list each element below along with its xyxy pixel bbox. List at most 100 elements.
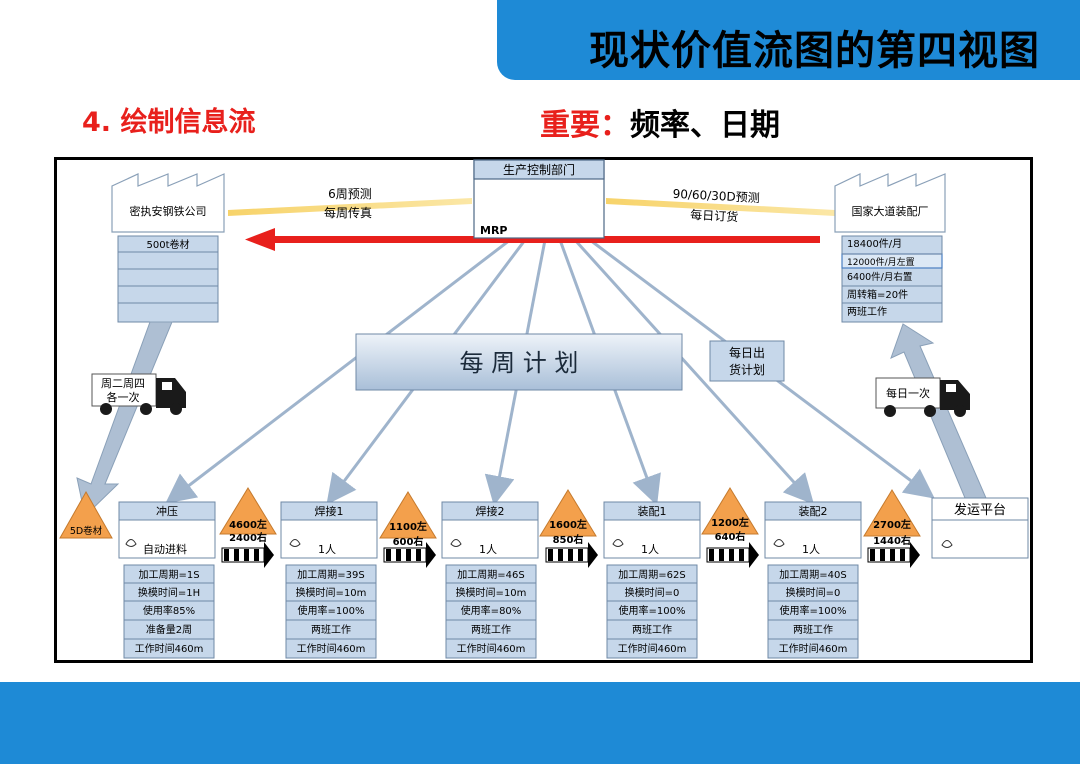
process-name: 装配2 bbox=[799, 505, 828, 518]
important-text: 频率、日期 bbox=[630, 108, 780, 143]
footer-bar bbox=[0, 682, 1080, 764]
operator-icon bbox=[773, 539, 785, 547]
weekly-schedule-label: 每 周 计 划 bbox=[460, 349, 579, 377]
process-data-line: 换模时间=10m bbox=[296, 586, 367, 599]
customer-order-label: 每日订货 bbox=[690, 207, 739, 224]
process-data-line: 换模时间=10m bbox=[456, 586, 527, 599]
title-banner: 现状价值流图的第四视图 bbox=[497, 0, 1080, 80]
customer-info-line: 6400件/月右置 bbox=[847, 271, 912, 283]
inventory-left: 1600左 bbox=[549, 518, 587, 531]
inventory-left: 2700左 bbox=[873, 518, 911, 531]
operator-icon bbox=[450, 539, 462, 547]
inventory-right: 640右 bbox=[715, 530, 746, 543]
customer-info-line: 周转箱=20件 bbox=[847, 288, 908, 301]
inventory-5: 2700左 bbox=[863, 489, 921, 537]
process-data-line: 使用率=100% bbox=[780, 604, 847, 617]
customer-data-box: 18400件/月 12000件/月左置 6400件/月右置 周转箱=20件 两班… bbox=[841, 235, 943, 323]
red-material-arrow bbox=[245, 228, 820, 251]
process-data-box: 加工周期=62S 换模时间=0 使用率=100% 两班工作 工作时间460m bbox=[606, 564, 698, 659]
daily-ship-line: 每日出 bbox=[729, 345, 765, 360]
shipping-dock: 发运平台 bbox=[931, 497, 1029, 559]
important-label: 重要： bbox=[540, 108, 630, 143]
supplier-name: 密执安钢铁公司 bbox=[130, 204, 207, 218]
process-data-line: 加工周期=40S bbox=[779, 569, 846, 581]
supplier-shipment-arrow bbox=[76, 321, 173, 517]
supplier-fax-label: 每周传真 bbox=[324, 205, 372, 220]
daily-ship-line: 货计划 bbox=[729, 362, 765, 377]
info-line-stamping bbox=[165, 238, 511, 504]
process-assembly1: 装配1 1人 bbox=[603, 501, 701, 559]
process-data-line: 工作时间460m bbox=[135, 642, 204, 655]
shipping-name: 发运平台 bbox=[954, 502, 1006, 518]
process-data-line: 换模时间=1H bbox=[138, 586, 200, 599]
process-data-line: 使用率=100% bbox=[298, 604, 365, 617]
process-data-line: 使用率=80% bbox=[461, 604, 522, 617]
process-data-line: 加工周期=62S bbox=[618, 569, 685, 581]
push-arrow-4: 640右 bbox=[706, 530, 759, 568]
operator-icon bbox=[612, 539, 624, 547]
process-stamping: 冲压 自动进料 bbox=[118, 501, 216, 559]
inventory-4: 1200左 bbox=[701, 487, 759, 535]
process-data-line: 两班工作 bbox=[311, 624, 351, 636]
raw-inventory-label: 5D卷材 bbox=[70, 525, 103, 537]
inventory-3: 1600左 bbox=[539, 489, 597, 537]
page-title: 现状价值流图的第四视图 bbox=[589, 28, 1040, 74]
supplier-truck-freq: 周二周四 bbox=[101, 377, 145, 390]
mrp-label: MRP bbox=[480, 224, 507, 237]
supplier-info-line: 500t卷材 bbox=[146, 238, 189, 251]
step-title: 4. 绘制信息流 bbox=[82, 107, 256, 138]
process-data-box: 加工周期=39S 换模时间=10m 使用率=100% 两班工作 工作时间460m bbox=[285, 564, 377, 659]
production-control-box: 生产控制部门 MRP bbox=[473, 159, 605, 239]
push-arrow-2: 600右 bbox=[383, 535, 436, 568]
process-data-line: 使用率85% bbox=[143, 604, 195, 617]
inventory-right: 600右 bbox=[393, 535, 424, 548]
inventory-left: 4600左 bbox=[229, 518, 267, 531]
push-arrow-1: 2400右 bbox=[221, 531, 274, 568]
process-welding2: 焊接2 1人 bbox=[441, 501, 539, 559]
process-data-line: 两班工作 bbox=[793, 624, 833, 636]
inventory-left: 1100左 bbox=[389, 520, 427, 533]
important-note: 重要：频率、日期 bbox=[540, 100, 780, 144]
process-data-line: 使用率=100% bbox=[619, 604, 686, 617]
process-welding1: 焊接1 1人 bbox=[280, 501, 378, 559]
supplier-forecast-label: 6周预测 bbox=[328, 187, 372, 201]
process-data-line: 两班工作 bbox=[471, 624, 511, 636]
process-assembly2: 装配2 1人 bbox=[764, 501, 862, 559]
push-arrow-5: 1440右 bbox=[867, 534, 920, 568]
control-title: 生产控制部门 bbox=[503, 162, 575, 177]
inventory-right: 850右 bbox=[553, 533, 584, 546]
supplier-data-box: 500t卷材 bbox=[117, 235, 219, 323]
process-name: 焊接2 bbox=[476, 504, 505, 518]
weekly-schedule-box: 每 周 计 划 bbox=[355, 333, 683, 391]
process-data-line: 换模时间=0 bbox=[786, 586, 841, 599]
process-sub: 自动进料 bbox=[143, 542, 187, 556]
customer-name: 国家大道装配厂 bbox=[852, 204, 929, 218]
customer-factory: 国家大道装配厂 bbox=[834, 173, 946, 233]
process-data-line: 工作时间460m bbox=[618, 642, 687, 655]
process-data-line: 两班工作 bbox=[632, 624, 672, 636]
customer-truck-icon: 每日一次 bbox=[875, 377, 970, 417]
supplier-fax-band bbox=[228, 198, 472, 216]
customer-info-line: 两班工作 bbox=[847, 306, 887, 318]
process-name: 装配1 bbox=[638, 505, 667, 518]
process-sub: 1人 bbox=[802, 543, 820, 556]
process-data-line: 加工周期=46S bbox=[457, 569, 524, 581]
customer-info-line: 18400件/月 bbox=[847, 238, 902, 250]
process-sub: 1人 bbox=[641, 543, 659, 556]
process-data-line: 加工周期=1S bbox=[138, 569, 199, 581]
supplier-factory: 密执安钢铁公司 bbox=[111, 173, 225, 233]
process-data-line: 工作时间460m bbox=[457, 642, 526, 655]
process-data-line: 换模时间=0 bbox=[625, 586, 680, 599]
daily-ship-schedule-box: 每日出 货计划 bbox=[709, 340, 785, 382]
customer-forecast-label: 90/60/30D预测 bbox=[672, 187, 760, 206]
process-data-line: 加工周期=39S bbox=[297, 569, 364, 581]
raw-material-inventory: 5D卷材 bbox=[59, 490, 113, 539]
supplier-truck-icon: 周二周四 各一次 bbox=[91, 373, 186, 415]
process-data-line: 工作时间460m bbox=[297, 642, 366, 655]
process-data-line: 工作时间460m bbox=[779, 642, 848, 655]
process-data-box: 加工周期=1S 换模时间=1H 使用率85% 准备量2周 工作时间460m bbox=[123, 564, 215, 659]
inventory-2: 1100左 bbox=[379, 491, 437, 539]
inventory-1: 4600左 bbox=[219, 487, 277, 535]
process-data-line: 准备量2周 bbox=[146, 623, 192, 636]
